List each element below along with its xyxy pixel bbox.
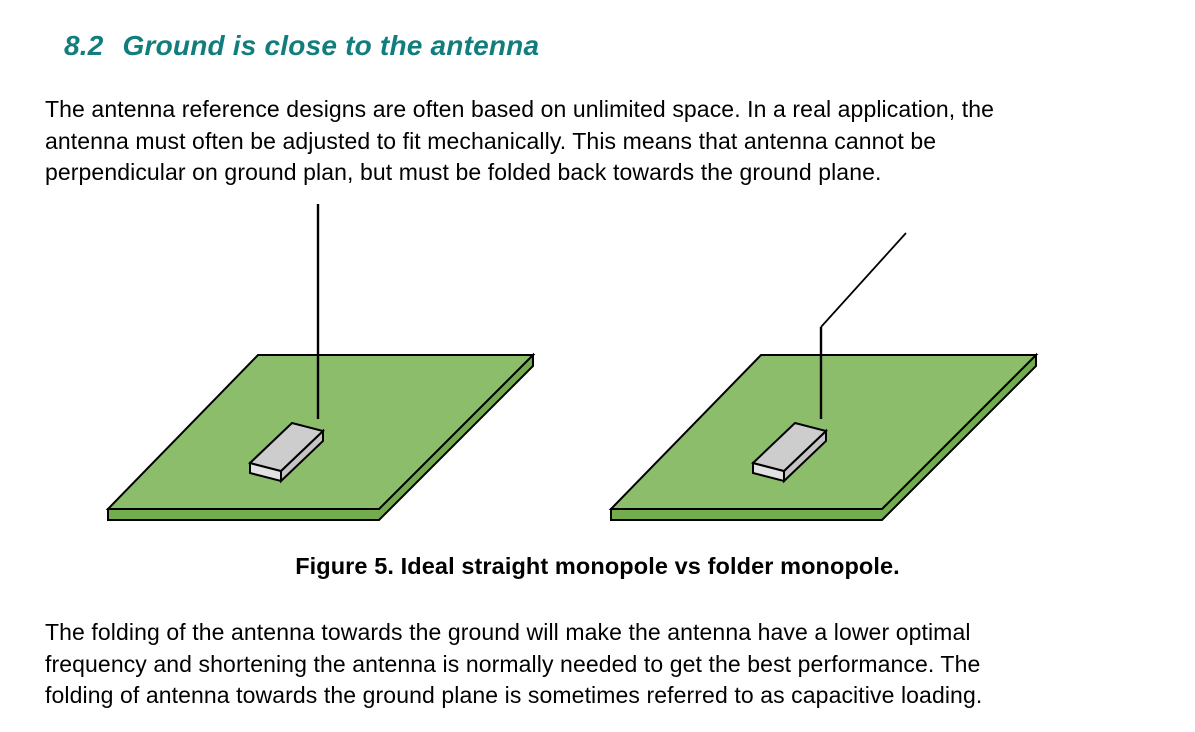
section-title: Ground is close to the antenna — [122, 30, 540, 61]
closing-paragraph-line: folding of antenna towards the ground pl… — [45, 682, 983, 708]
closing-paragraph-line: The folding of the antenna towards the g… — [45, 619, 971, 645]
intro-paragraph: The antenna reference designs are often … — [45, 94, 994, 189]
figure-caption: Figure 5. Ideal straight monopole vs fol… — [295, 553, 900, 579]
folded-monopole-diagram — [608, 232, 1039, 521]
closing-paragraph-line: frequency and shortening the antenna is … — [45, 650, 981, 677]
left-antenna-chip-top — [248, 421, 325, 473]
section-heading: 8.2 Ground is close to the antenna — [64, 30, 539, 62]
intro-paragraph-line: antenna must often be adjusted to fit me… — [45, 127, 937, 154]
intro-paragraph-line: perpendicular on ground plan, but must b… — [45, 159, 882, 185]
section-number: 8.2 — [64, 30, 104, 61]
figure-monopole-diagrams — [105, 204, 1039, 521]
intro-paragraph-line: The antenna reference designs are often … — [45, 96, 994, 122]
straight-monopole-diagram — [105, 204, 536, 521]
right-antenna-chip-top — [751, 421, 828, 473]
closing-paragraph: The folding of the antenna towards the g… — [45, 617, 982, 712]
folded-monopole-wire-diagonal — [820, 232, 907, 328]
